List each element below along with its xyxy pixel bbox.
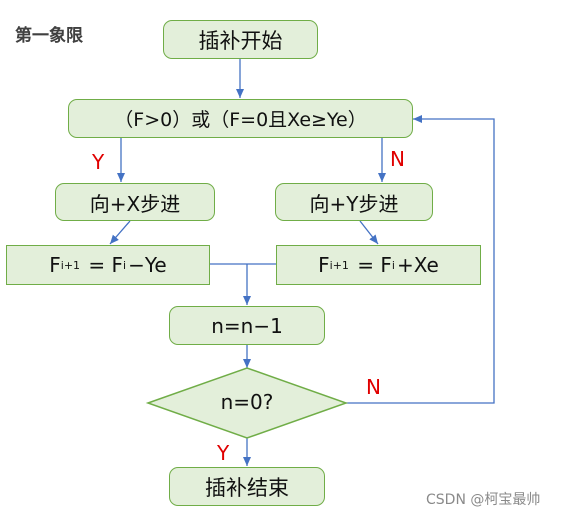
- heading: 第一象限: [15, 26, 83, 46]
- arrow-stepy-to-update: [359, 220, 379, 245]
- update-x-sub: i+1: [60, 258, 81, 272]
- arrow-stepx-to-update: [109, 220, 131, 245]
- condition-no-label: N: [390, 147, 405, 171]
- check-no-label: N: [366, 375, 381, 399]
- update-y-pre: F: [318, 253, 330, 277]
- update-y-sub: i+1: [329, 258, 349, 272]
- watermark: CSDN @柯宝最帅: [426, 492, 541, 508]
- condition-node: （F>0）或（F=0且Xe≥Ye）: [68, 99, 413, 138]
- check-label: n=0?: [220, 390, 274, 414]
- update-x-sub2: i: [123, 258, 127, 272]
- end-node: 插补结束: [169, 467, 325, 506]
- check-yes-label: Y: [217, 441, 230, 465]
- update-x-post: −Ye: [128, 253, 167, 277]
- update-y-mid: = F: [350, 253, 392, 277]
- update-x-pre: F: [49, 253, 61, 277]
- step-y-node: 向+Y步进: [275, 183, 433, 221]
- update-y-post: +Xe: [396, 253, 439, 277]
- start-node: 插补开始: [163, 20, 318, 59]
- condition-yes-label: Y: [92, 150, 105, 174]
- step-x-node: 向+X步进: [55, 183, 215, 221]
- decision-diamond: [145, 367, 349, 439]
- arrow-loop-back: [346, 115, 495, 404]
- update-y-sub2: i: [391, 258, 395, 272]
- update-x-mid: = F: [82, 253, 124, 277]
- decrement-node: n=n−1: [169, 306, 325, 345]
